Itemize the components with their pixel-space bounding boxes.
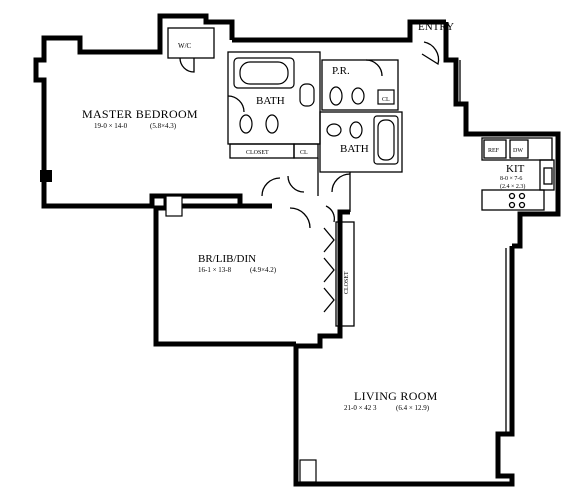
- bath-1-door-swing[interactable]: [227, 95, 245, 113]
- toilet-pr: [329, 86, 343, 106]
- powder-room-outline: [321, 59, 399, 111]
- hall-door-swing[interactable]: [287, 175, 305, 193]
- master-bedroom-label: MASTER BEDROOM: [82, 107, 198, 121]
- closet-bifold-3[interactable]: [323, 287, 335, 313]
- kitchen-counter-top: [481, 137, 553, 161]
- refrigerator-label: REF: [488, 148, 500, 154]
- bidet-1: [265, 114, 279, 134]
- bedroom-divider-wall: [166, 193, 272, 209]
- closet-cl-hall-label: CL: [300, 150, 308, 156]
- master-bedroom-metric: (5.8×4.3): [150, 122, 177, 130]
- burner: [518, 192, 526, 200]
- sink-pr: [351, 87, 365, 105]
- br-lib-din-label: BR/LIB/DIN: [198, 253, 256, 265]
- bath-2-door-swing[interactable]: [331, 173, 351, 193]
- master-bedroom-dims: 19-0 × 14-0: [94, 122, 128, 130]
- closet-bifold-1[interactable]: [323, 227, 335, 253]
- closet-vertical-outline: [335, 221, 355, 327]
- dishwasher-box: [509, 139, 529, 159]
- column: [40, 170, 52, 182]
- br-lib-din-metric: (4.9×4.2): [250, 266, 277, 274]
- column: [165, 195, 183, 217]
- dishwasher-label: DW: [513, 148, 523, 154]
- kitchen-dims: 8-0 × 7-6: [500, 176, 522, 182]
- wic-door-swing[interactable]: [179, 57, 195, 73]
- closet-cl-hall-outline: [293, 143, 319, 159]
- toilet-1: [239, 114, 253, 134]
- bath-fixtures: [233, 57, 399, 165]
- kitchen-counter-bottom: [481, 189, 545, 211]
- sink-2: [326, 123, 342, 137]
- living-room-metric: (6.4 × 12.9): [396, 404, 430, 412]
- exterior-walls: [33, 13, 561, 487]
- master-bedroom-wall: [33, 13, 235, 209]
- kitchen-sink-counter: [539, 159, 555, 191]
- kitchen-wall: [478, 131, 561, 249]
- wic-outline: [167, 27, 215, 59]
- powder-room-label: P.R.: [332, 65, 350, 77]
- kitchen-sink: [543, 167, 553, 185]
- burner: [508, 201, 516, 209]
- right-exterior-wall: [443, 22, 478, 137]
- refrigerator-box: [483, 139, 507, 159]
- burner: [518, 201, 526, 209]
- wic-label: W/C: [178, 42, 192, 50]
- entry-label: ENTRY: [418, 21, 454, 33]
- column: [299, 459, 317, 483]
- bathtub-1-basin: [239, 61, 289, 85]
- br-lib-din-door-swing[interactable]: [289, 207, 311, 229]
- interior-walls: [167, 27, 555, 432]
- bath-1-label: BATH: [256, 95, 285, 107]
- columns: [40, 170, 317, 483]
- entry-door-swing[interactable]: [421, 41, 440, 66]
- living-room-dims: 21-0 × 42 3: [344, 404, 377, 412]
- corridor-wall: [232, 19, 446, 43]
- closet-door-swing[interactable]: [325, 205, 336, 223]
- room-labels: ENTRY W/C MASTER BEDROOM 19-0 × 14-0 (5.…: [82, 21, 525, 412]
- living-room-right-wall: [293, 246, 515, 487]
- doors: [179, 41, 440, 313]
- kitchen-metric: (2.4 × 2.3): [500, 183, 525, 190]
- bathtub-2-basin: [377, 119, 395, 161]
- bedroom-door-swing[interactable]: [261, 177, 281, 197]
- bath-2-label: BATH: [340, 143, 369, 155]
- living-room-label: LIVING ROOM: [354, 389, 438, 403]
- sink-1: [299, 83, 315, 107]
- closet-vertical-label: CLOSET: [344, 271, 350, 294]
- powder-room-door-swing[interactable]: [365, 59, 383, 77]
- bath-2-outline: [319, 111, 403, 173]
- toilet-2: [349, 121, 363, 139]
- closet-pr-label: CL: [382, 97, 390, 103]
- br-lib-din-dims: 16-1 × 13-8: [198, 266, 232, 274]
- burner: [508, 192, 516, 200]
- closet-bifold-2[interactable]: [323, 257, 335, 283]
- closet-hall-label: CLOSET: [246, 150, 269, 156]
- closet-pr-box: [377, 89, 395, 105]
- kitchen-label: KIT: [506, 163, 525, 175]
- br-lib-din-partition: [296, 209, 350, 349]
